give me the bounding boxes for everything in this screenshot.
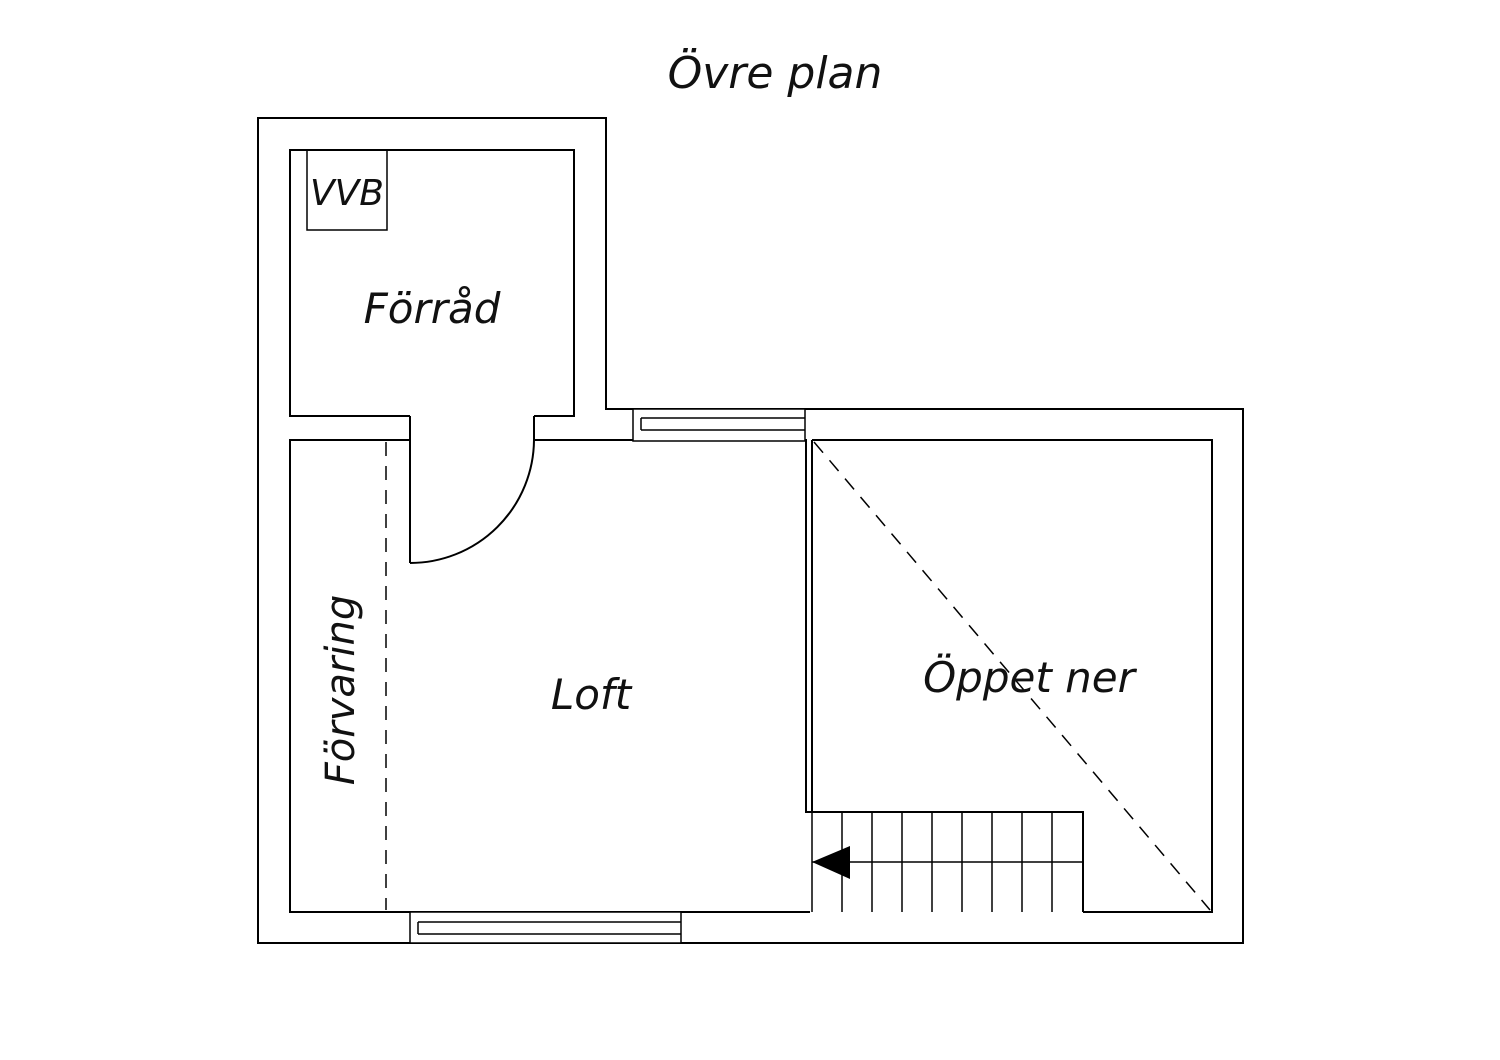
- open-below-diagonal: [813, 441, 1211, 911]
- stair-direction-arrow: [812, 846, 850, 879]
- storage-room-wall: [289, 149, 575, 417]
- storage-side-label: Förvaring: [318, 595, 364, 785]
- window-bottom: [409, 911, 682, 944]
- water-heater-label: VVB: [310, 173, 384, 214]
- staircase: [811, 812, 1083, 912]
- outer-wall: [257, 117, 1244, 944]
- door-swing-arc: [409, 439, 535, 564]
- window-top: [632, 408, 806, 442]
- open-below-label: Öppet ner: [923, 652, 1137, 702]
- plan-title: Övre plan: [668, 47, 883, 99]
- loft-label: Loft: [551, 670, 633, 719]
- water-heater-box: [306, 149, 388, 231]
- open-below-wall: [812, 439, 1213, 913]
- storage-room-label: Förråd: [364, 284, 501, 333]
